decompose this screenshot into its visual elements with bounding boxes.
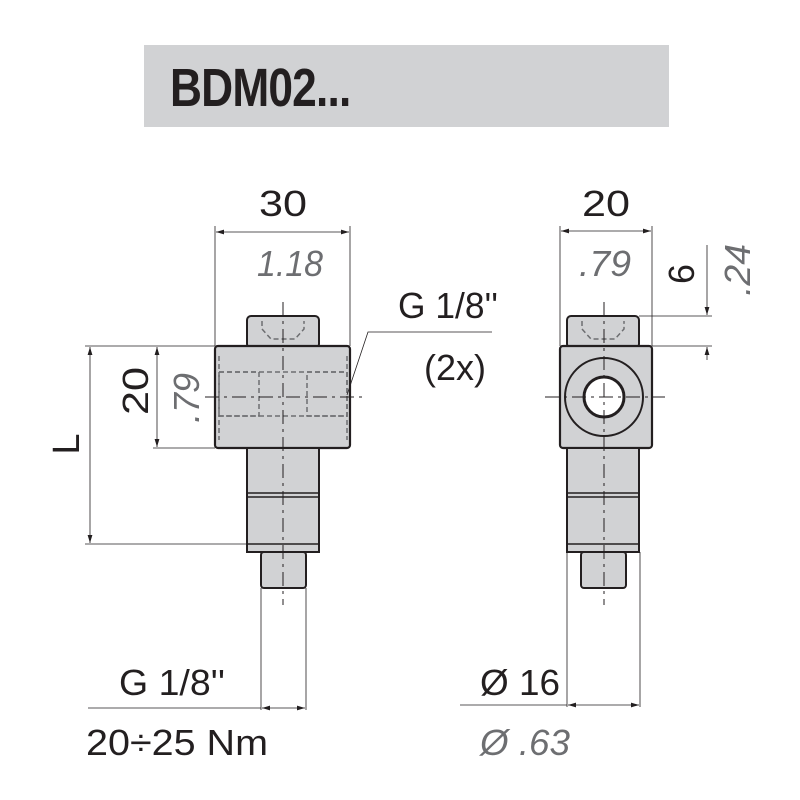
side-width-inch: .79 <box>579 243 631 284</box>
side-width-mm: 20 <box>582 183 630 224</box>
side-port-thread: G 1/8'' <box>398 285 498 326</box>
bottom-thread-label: G 1/8'' <box>119 662 225 703</box>
torque-label: 20÷25 Nm <box>86 722 268 763</box>
diameter-mm: Ø 16 <box>480 662 560 703</box>
diameter-inch: Ø .63 <box>479 722 570 763</box>
front-view: 30 1.18 20 .79 L G 1/8'' (2x) G 1/8'' 20… <box>46 183 498 763</box>
title-bar: BDM02... <box>144 45 669 127</box>
front-height-mm: 20 <box>115 367 156 415</box>
side-view: 20 .79 6 .24 Ø 16 Ø .63 <box>460 183 758 763</box>
front-width-mm: 30 <box>259 183 307 224</box>
cap-height-mm: 6 <box>661 264 702 284</box>
front-height-inch: .79 <box>166 373 207 423</box>
product-code-title: BDM02... <box>170 58 351 118</box>
side-port-count: (2x) <box>424 347 486 388</box>
length-label: L <box>46 433 88 454</box>
front-width-inch: 1.18 <box>257 243 323 284</box>
cap-height-inch: .24 <box>717 244 758 296</box>
